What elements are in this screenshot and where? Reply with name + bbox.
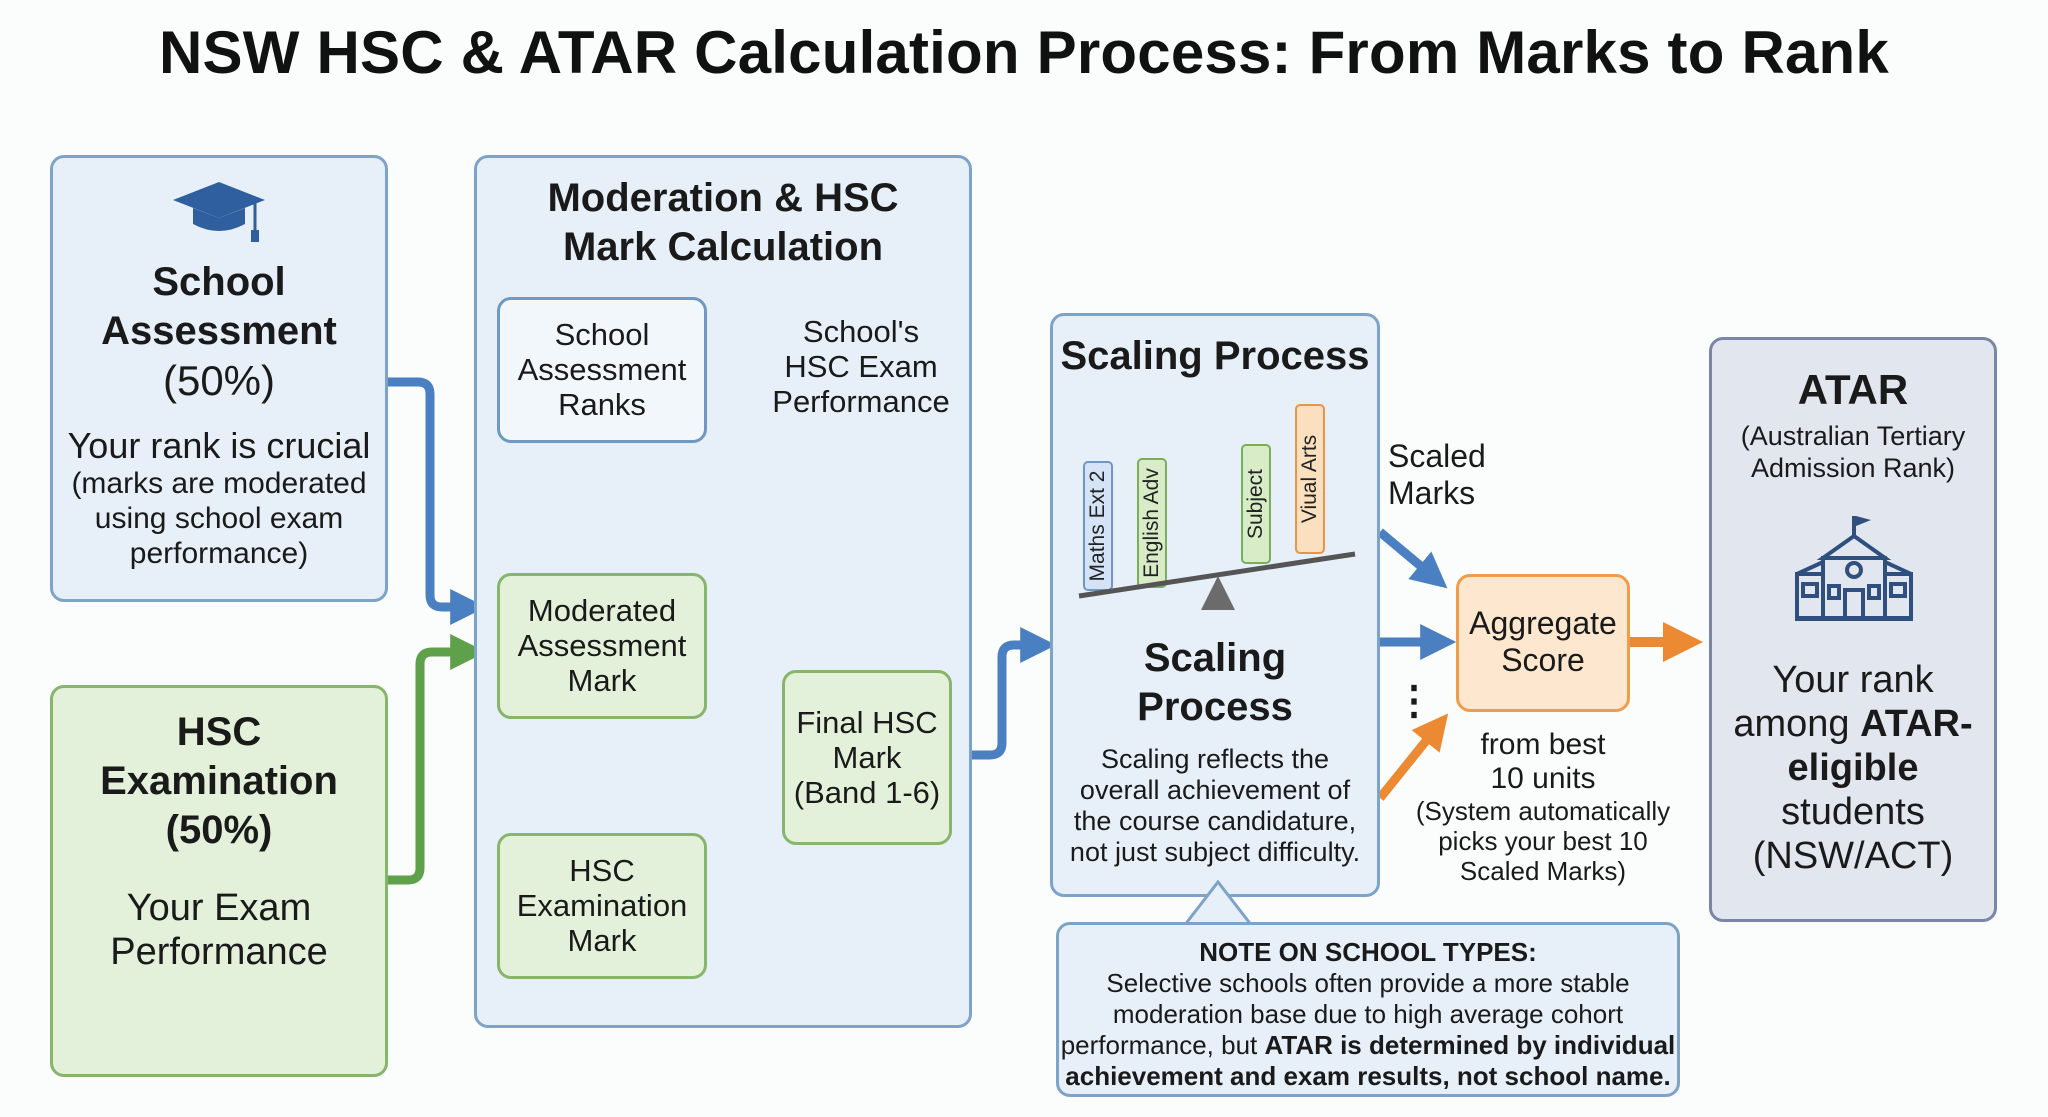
aggregate-text-2: 10 units	[1490, 762, 1596, 795]
scaling-subtitle-2: Process	[1137, 685, 1293, 729]
scaling-text-1: Scaling reflects the	[1100, 744, 1330, 774]
note-line-1: Selective schools often provide a more s…	[1106, 968, 1630, 998]
note-line-3-pre: performance, but	[1060, 1030, 1265, 1060]
note-line-3-bold: ATAR is determined by individual	[1264, 1030, 1676, 1060]
atar-box: ATAR (Australian Tertiary Admission Rank…	[1709, 337, 1997, 922]
school-assessment-title-1: School	[152, 260, 286, 304]
scaled-marks-label: Scaled Marks	[1388, 438, 1486, 512]
bar-english-adv: English Adv	[1137, 458, 1167, 588]
page-title: NSW HSC & ATAR Calculation Process: From…	[159, 19, 1889, 86]
atar-text-2-pre: among	[1733, 703, 1861, 745]
moderation-title-1: Moderation & HSC	[547, 176, 899, 220]
note-pointer	[1180, 879, 1256, 928]
atar-subtitle-2: Admission Rank)	[1750, 453, 1956, 483]
bar-label-subject: Subject	[1244, 468, 1267, 540]
school-assessment-text-3: using school exam	[94, 502, 344, 535]
atar-text-4: students	[1781, 791, 1925, 833]
final-line-3: (Band 1-6)	[793, 775, 941, 810]
scaling-text-3: the course candidature,	[1073, 806, 1357, 836]
school-assessment-title-2: Assessment	[101, 309, 337, 353]
bar-label-arts: Viual Arts	[1298, 434, 1321, 524]
aggregate-description: from best 10 units (System automatically…	[1400, 728, 1686, 886]
bar-visual-arts: Viual Arts	[1295, 404, 1325, 554]
hsc-examination-mark-box: HSC Examination Mark	[497, 833, 707, 979]
hsc-exam-title-1: HSC	[176, 710, 262, 754]
scaling-process-box: Scaling Process Maths Ext 2 English Adv …	[1050, 313, 1380, 897]
note-line-3: performance, but ATAR is determined by i…	[1059, 1030, 1677, 1061]
final-line-2: Mark	[832, 740, 902, 775]
aggregate-text-5: Scaled Marks)	[1459, 856, 1627, 886]
school-assessment-ranks-box: School Assessment Ranks	[497, 297, 707, 443]
arrow-scaled-to-aggregate-bottom	[1376, 713, 1449, 801]
final-line-1: Final HSC	[796, 705, 938, 740]
ranks-line-2: Assessment	[517, 352, 687, 387]
arrow-scaled-to-aggregate-top	[1377, 528, 1448, 589]
hsc-exam-text-2: Performance	[110, 931, 328, 973]
arrow-hsc-to-moderated	[386, 634, 487, 885]
moderated-line-1: Moderated	[527, 593, 677, 628]
school-assessment-text-4: performance)	[129, 537, 309, 570]
school-exam-performance-label: School's HSC Exam Performance	[756, 314, 966, 419]
atar-text-3: eligible	[1787, 747, 1919, 789]
moderation-title-2: Mark Calculation	[562, 225, 884, 269]
exam-mark-line-3: Mark	[567, 923, 637, 958]
aggregate-text-1: from best	[1480, 728, 1606, 761]
bar-maths-ext-2: Maths Ext 2	[1083, 461, 1113, 591]
hsc-exam-text-1: Your Exam	[126, 887, 312, 929]
moderated-line-2: Assessment	[517, 628, 687, 663]
school-assessment-title-3: (50%)	[162, 357, 276, 404]
note-line-2: moderation base due to high average coho…	[1112, 999, 1624, 1029]
hsc-examination-box: HSC Examination (50%) Your Exam Performa…	[50, 685, 388, 1077]
atar-text-2-bold: ATAR-	[1860, 703, 1973, 745]
aggregate-title-2: Score	[1501, 642, 1585, 678]
school-assessment-text-2: (marks are moderated	[71, 467, 367, 500]
bar-subject: Subject	[1241, 444, 1271, 564]
aggregate-score-box: Aggregate Score	[1456, 574, 1630, 712]
ranks-line-3: Ranks	[558, 387, 646, 422]
aggregate-title-1: Aggregate	[1469, 605, 1617, 641]
exam-mark-line-1: HSC	[569, 853, 635, 888]
atar-text-2: among ATAR-	[1712, 702, 1994, 746]
performance-line-2: HSC Exam	[784, 349, 938, 384]
moderated-assessment-mark-box: Moderated Assessment Mark	[497, 573, 707, 719]
aggregate-text-4: picks your best 10	[1438, 826, 1648, 856]
hsc-exam-title-3: (50%)	[165, 808, 273, 852]
school-assessment-box: School Assessment (50%) Your rank is cru…	[50, 155, 388, 602]
final-hsc-mark-box: Final HSC Mark (Band 1-6)	[782, 670, 952, 845]
scaling-subtitle-1: Scaling	[1143, 636, 1287, 680]
school-assessment-text-1: Your rank is crucial	[67, 425, 371, 466]
scaling-text-2: overall achievement of	[1079, 775, 1351, 805]
moderated-line-3: Mark	[567, 663, 637, 698]
note-line-4: achievement and exam results, not school…	[1065, 1061, 1671, 1091]
atar-text-1: Your rank	[1772, 659, 1934, 701]
performance-line-3: Performance	[772, 384, 950, 419]
arrow-school-to-moderated	[386, 377, 487, 625]
hsc-exam-title-2: Examination	[100, 759, 338, 803]
arrow-final-to-scaling	[952, 627, 1057, 760]
graduation-cap-icon	[173, 182, 265, 242]
note-school-types-box: NOTE ON SCHOOL TYPES: Selective schools …	[1056, 922, 1680, 1097]
note-heading: NOTE ON SCHOOL TYPES:	[1199, 937, 1537, 967]
scaling-title: Scaling Process	[1060, 334, 1370, 378]
ellipsis-indicator: ⋮	[1394, 679, 1434, 723]
atar-subtitle-1: (Australian Tertiary	[1740, 421, 1966, 451]
exam-mark-line-2: Examination	[516, 888, 688, 923]
scaled-line-1: Scaled	[1388, 438, 1486, 474]
aggregate-text-3: (System automatically	[1415, 796, 1671, 826]
performance-line-1: School's	[802, 314, 920, 349]
scaled-line-2: Marks	[1388, 475, 1476, 511]
scaling-text-4: not just subject difficulty.	[1069, 837, 1361, 867]
ranks-line-1: School	[554, 317, 650, 352]
atar-text-5: (NSW/ACT)	[1752, 835, 1954, 877]
balance-scale-icon	[1078, 551, 1356, 610]
school-building-icon	[1795, 516, 1913, 621]
atar-title: ATAR	[1797, 366, 1909, 413]
